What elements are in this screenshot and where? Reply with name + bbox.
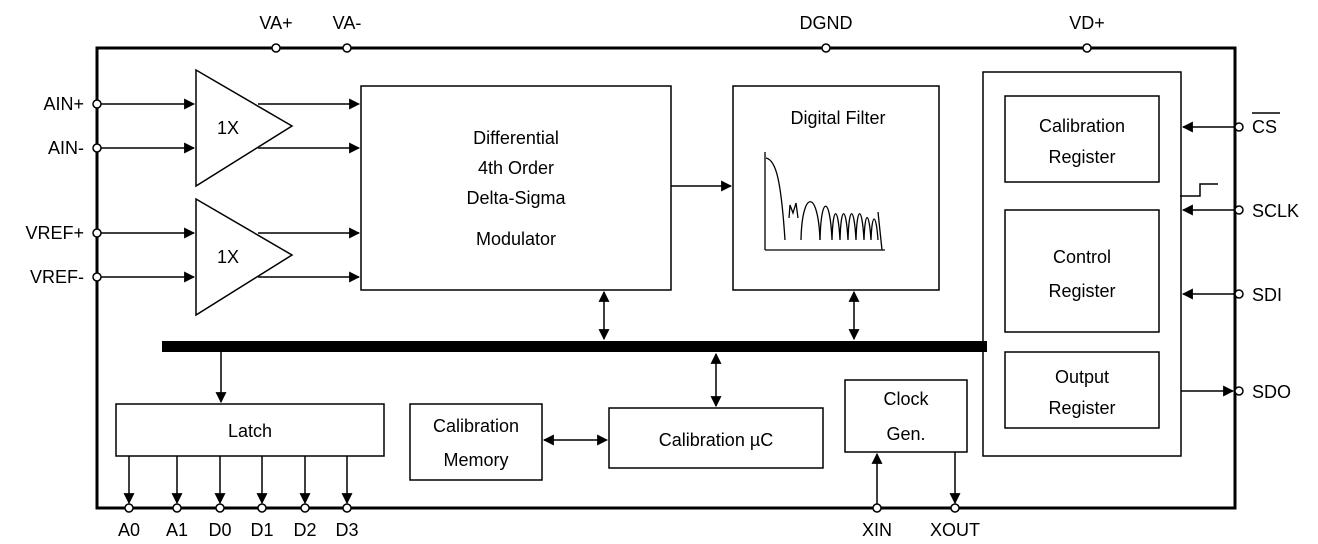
va-minus-label: VA- — [333, 13, 362, 33]
a0-label: A0 — [118, 520, 140, 540]
xout-pin — [950, 503, 960, 513]
clock-gen-line-1: Clock — [883, 389, 929, 409]
vref-plus-label: VREF+ — [25, 223, 84, 243]
modulator-line-3: Delta-Sigma — [466, 188, 566, 208]
vd-plus-label: VD+ — [1069, 13, 1105, 33]
sclk-label: SCLK — [1252, 201, 1299, 221]
xin-label: XIN — [862, 520, 892, 540]
ain-minus-pin — [92, 143, 102, 153]
output-register-line-1: Output — [1055, 367, 1109, 387]
ain-minus-label: AIN- — [48, 138, 84, 158]
power-pins — [271, 43, 1092, 53]
filter-response-icon — [764, 152, 885, 251]
d3-pin — [342, 503, 352, 513]
modulator-line-2: 4th Order — [478, 158, 554, 178]
va-minus-pin — [342, 43, 352, 53]
vref-minus-pin — [92, 272, 102, 282]
latch-block — [115, 403, 385, 457]
vref-minus-label: VREF- — [30, 267, 84, 287]
sdo-pin — [1234, 386, 1244, 396]
xout-label: XOUT — [930, 520, 980, 540]
ain-buffer-label: 1X — [217, 118, 239, 138]
internal-bus — [162, 341, 987, 352]
calibration-uc-label: Calibration µC — [659, 430, 773, 450]
d3-label: D3 — [335, 520, 358, 540]
digital-filter-title: Digital Filter — [790, 108, 885, 128]
modulator-line-4: Modulator — [476, 229, 556, 249]
calibration-memory-line-2: Memory — [443, 450, 508, 470]
modulator-block — [360, 85, 672, 291]
clock-edge-icon — [1180, 183, 1218, 197]
ain-plus-label: AIN+ — [43, 94, 84, 114]
a0-pin — [124, 503, 134, 513]
sdi-pin — [1234, 289, 1244, 299]
d1-label: D1 — [250, 520, 273, 540]
d2-label: D2 — [293, 520, 316, 540]
output-register-line-2: Register — [1048, 398, 1115, 418]
clock-gen-block — [844, 379, 968, 453]
calibration-register-line-2: Register — [1048, 147, 1115, 167]
d1-pin — [257, 503, 267, 513]
sdi-label: SDI — [1252, 285, 1282, 305]
control-register-line-1: Control — [1053, 247, 1111, 267]
output-register-block — [1004, 351, 1160, 429]
xin-pin — [872, 503, 882, 513]
dgnd-label: DGND — [800, 13, 853, 33]
digital-filter-block — [732, 85, 940, 291]
a1-label: A1 — [166, 520, 188, 540]
calibration-uc-block — [608, 407, 824, 469]
control-register-block — [1004, 209, 1160, 333]
a1-pin — [172, 503, 182, 513]
d2-pin — [300, 503, 310, 513]
control-register-line-2: Register — [1048, 281, 1115, 301]
d0-label: D0 — [208, 520, 231, 540]
cs-pin — [1234, 122, 1244, 132]
calibration-register-line-1: Calibration — [1039, 116, 1125, 136]
clock-gen-line-2: Gen. — [886, 424, 925, 444]
vref-buffer-label: 1X — [217, 247, 239, 267]
dgnd-pin — [821, 43, 831, 53]
ain-buffer — [195, 68, 294, 188]
vref-buffer — [195, 197, 294, 317]
sdo-label: SDO — [1252, 382, 1291, 402]
latch-label: Latch — [228, 421, 272, 441]
vref-plus-pin — [92, 228, 102, 238]
sclk-pin — [1234, 205, 1244, 215]
calibration-register-block — [1004, 95, 1160, 183]
d0-pin — [215, 503, 225, 513]
calibration-memory-line-1: Calibration — [433, 416, 519, 436]
va-plus-pin — [271, 43, 281, 53]
modulator-line-1: Differential — [473, 128, 559, 148]
calibration-memory-block — [409, 403, 543, 481]
cs-label: CS — [1252, 117, 1277, 137]
ain-plus-pin — [92, 99, 102, 109]
va-plus-label: VA+ — [259, 13, 292, 33]
vd-plus-pin — [1082, 43, 1092, 53]
